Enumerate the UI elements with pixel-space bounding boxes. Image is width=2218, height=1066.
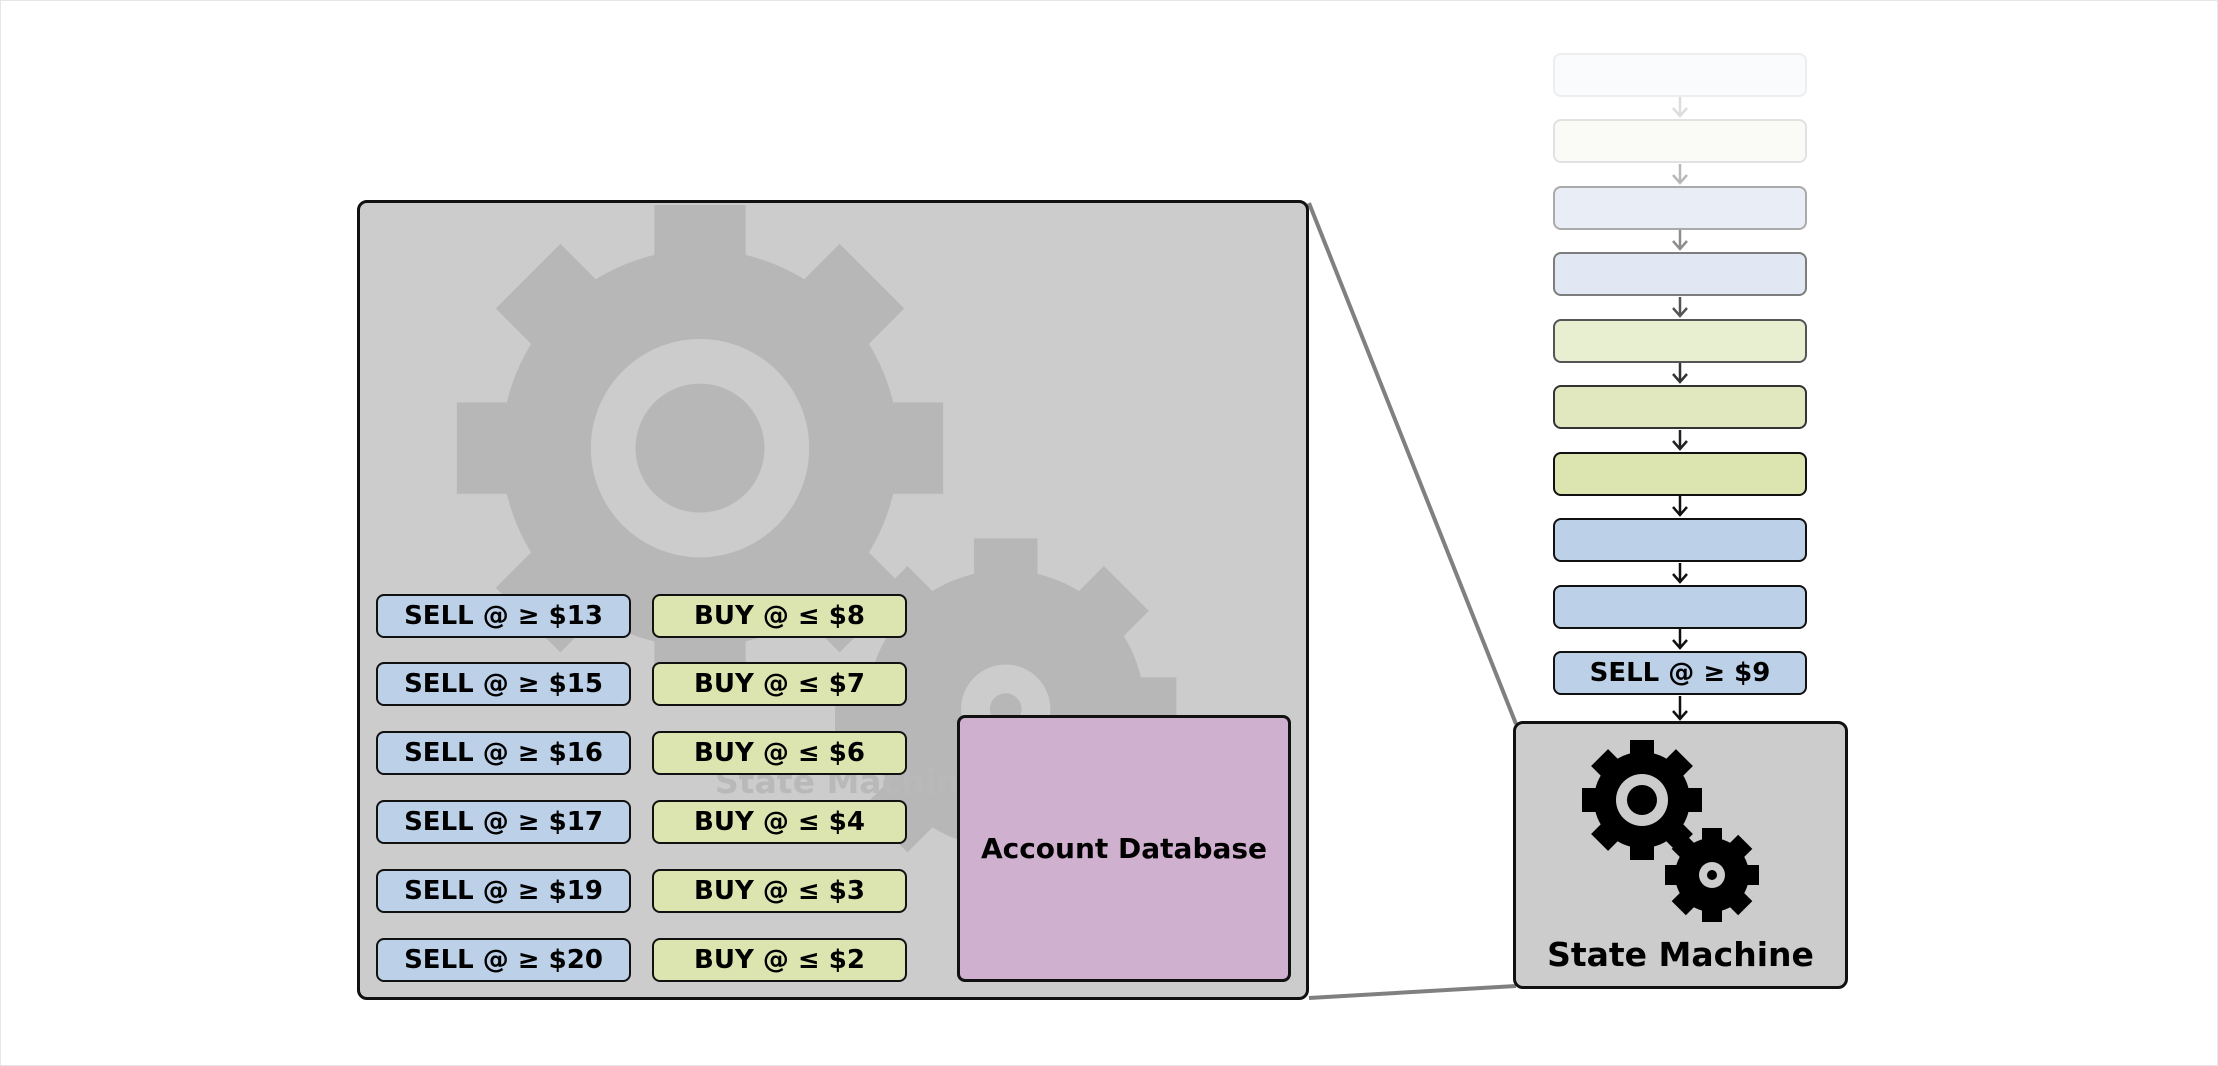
queue-box bbox=[1553, 53, 1807, 97]
sell-order: SELL @ ≥ $16 bbox=[376, 731, 631, 775]
queue-box bbox=[1553, 119, 1807, 163]
queue-box bbox=[1553, 452, 1807, 496]
state-machine-label: State Machine bbox=[1547, 935, 1814, 974]
sell-order: SELL @ ≥ $15 bbox=[376, 662, 631, 706]
queue-box bbox=[1553, 319, 1807, 363]
zoom-line-top bbox=[1307, 202, 1518, 725]
buy-order: BUY @ ≤ $4 bbox=[652, 800, 907, 844]
buy-order: BUY @ ≤ $7 bbox=[652, 662, 907, 706]
buy-order: BUY @ ≤ $3 bbox=[652, 869, 907, 913]
queue-box bbox=[1553, 585, 1807, 629]
sell-order: SELL @ ≥ $13 bbox=[376, 594, 631, 638]
gears-icon bbox=[1582, 740, 1759, 922]
state-machine-box: State Machine bbox=[1513, 721, 1848, 989]
buy-order: BUY @ ≤ $8 bbox=[652, 594, 907, 638]
buy-order: BUY @ ≤ $2 bbox=[652, 938, 907, 982]
queue-box bbox=[1553, 252, 1807, 296]
incoming-sell-order: SELL @ ≥ $9 bbox=[1553, 651, 1807, 695]
account-database: Account Database bbox=[957, 715, 1291, 982]
gear-watermark-icon bbox=[456, 204, 1177, 880]
buy-order: BUY @ ≤ $6 bbox=[652, 731, 907, 775]
queue-box bbox=[1553, 186, 1807, 230]
sell-order: SELL @ ≥ $19 bbox=[376, 869, 631, 913]
queue-box bbox=[1553, 518, 1807, 562]
sell-order: SELL @ ≥ $20 bbox=[376, 938, 631, 982]
zoom-line-bottom bbox=[1308, 984, 1517, 1000]
queue-box bbox=[1553, 385, 1807, 429]
sell-order: SELL @ ≥ $17 bbox=[376, 800, 631, 844]
